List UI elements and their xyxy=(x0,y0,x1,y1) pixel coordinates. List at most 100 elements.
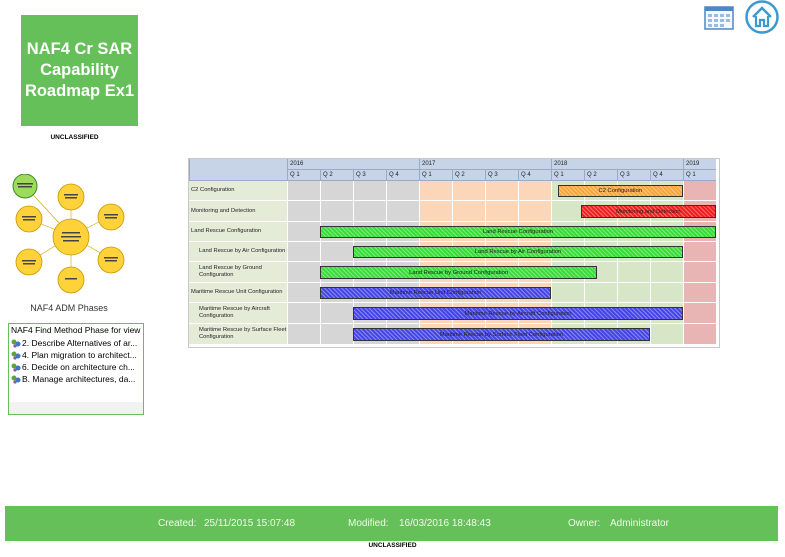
gantt-cell xyxy=(419,201,452,222)
gantt-cell xyxy=(650,262,683,283)
gantt-quarter-header: Q 4 xyxy=(386,170,419,181)
gantt-cell xyxy=(320,242,353,262)
gantt-header-corner xyxy=(189,159,287,181)
owner-label: Owner: xyxy=(568,518,601,529)
gantt-cell xyxy=(320,201,353,222)
gantt-bar[interactable]: Maritime Rescue by Aircraft Configuratio… xyxy=(353,307,683,320)
gantt-cell xyxy=(650,283,683,303)
gantt-quarter-header: Q 4 xyxy=(518,170,551,181)
adm-phases-label: NAF4 ADM Phases xyxy=(30,303,108,313)
gantt-cell xyxy=(452,181,485,201)
gantt-cell xyxy=(683,324,716,345)
gantt-bar[interactable]: C2 Configuration xyxy=(557,185,683,197)
find-method-item[interactable]: B. Manage architectures, da... xyxy=(9,373,143,385)
gantt-cell xyxy=(683,242,716,262)
classification-top: UNCLASSIFIED xyxy=(50,134,99,141)
gantt-bar[interactable]: Land Rescue by Ground Configuration xyxy=(320,266,598,279)
gantt-cell xyxy=(551,283,584,303)
gantt-cell xyxy=(320,303,353,324)
find-method-item-label: 4. Plan migration to architect... xyxy=(22,350,137,360)
method-phase-icon xyxy=(11,351,21,360)
gantt-row-label[interactable]: Monitoring and Detection xyxy=(189,201,287,222)
gantt-bar[interactable]: Land Rescue Configuration xyxy=(320,226,716,238)
diagram-title: NAF4 Cr SAR Capability Roadmap Ex1 xyxy=(21,15,138,126)
method-phase-icon xyxy=(11,375,21,384)
home-icon[interactable] xyxy=(745,0,779,34)
gantt-cell xyxy=(287,201,320,222)
gantt-cell xyxy=(452,201,485,222)
gantt-quarter-header: Q 3 xyxy=(353,170,386,181)
gantt-cell xyxy=(287,262,320,283)
gantt-cell xyxy=(650,324,683,345)
modified-value: 16/03/2016 18:48:43 xyxy=(399,518,491,529)
gantt-bar[interactable]: Maritime Rescue by Surface Fleet Configu… xyxy=(353,328,650,341)
gantt-cell xyxy=(353,201,386,222)
gantt-cell xyxy=(287,283,320,303)
gantt-cell xyxy=(287,242,320,262)
gantt-cell xyxy=(683,262,716,283)
gantt-row-label[interactable]: Land Rescue by Air Configuration xyxy=(189,242,287,262)
gantt-cell xyxy=(485,201,518,222)
gantt-quarter-header: Q 3 xyxy=(617,170,650,181)
gantt-quarter-header: Q 1 xyxy=(287,170,320,181)
find-method-item[interactable]: 4. Plan migration to architect... xyxy=(9,349,143,361)
gantt-cell xyxy=(485,181,518,201)
gantt-year-header: 2016 xyxy=(287,159,419,170)
gantt-row-label[interactable]: Maritime Rescue by Aircraft Configuratio… xyxy=(189,303,287,324)
gantt-bar[interactable]: Monitoring and Detection xyxy=(580,205,716,218)
gantt-cell xyxy=(683,181,716,201)
gantt-quarter-header: Q 1 xyxy=(419,170,452,181)
created-label: Created: xyxy=(158,518,197,529)
gantt-cell xyxy=(551,201,584,222)
gantt-quarter-header: Q 2 xyxy=(320,170,353,181)
gantt-quarter-header: Q 4 xyxy=(650,170,683,181)
gantt-cell xyxy=(518,181,551,201)
gantt-row-label[interactable]: Land Rescue Configuration xyxy=(189,222,287,242)
gantt-row-label[interactable]: Land Rescue by Ground Configuration xyxy=(189,262,287,283)
find-method-item[interactable]: 6. Decide on architecture ch... xyxy=(9,361,143,373)
gantt-cell xyxy=(617,262,650,283)
find-method-scrollbar[interactable] xyxy=(9,402,143,414)
gantt-cell xyxy=(287,181,320,201)
gantt-bar[interactable]: Maritime Rescue Unit Configuration xyxy=(320,287,551,299)
gantt-year-header: 2018 xyxy=(551,159,683,170)
gantt-cell xyxy=(320,324,353,345)
classification-bottom: UNCLASSIFIED xyxy=(368,542,417,549)
gantt-year-header: 2019 xyxy=(683,159,716,170)
gantt-cell xyxy=(386,201,419,222)
gantt-quarter-header: Q 2 xyxy=(584,170,617,181)
find-method-item-label: 2. Describe Alternatives of ar... xyxy=(22,338,138,348)
gantt-row-label[interactable]: Maritime Rescue by Surface Fleet Configu… xyxy=(189,324,287,345)
gantt-row-label[interactable]: Maritime Rescue Unit Configuration xyxy=(189,283,287,303)
calendar-icon[interactable] xyxy=(704,5,734,30)
gantt-quarter-header: Q 3 xyxy=(485,170,518,181)
gantt-cell xyxy=(683,303,716,324)
gantt-cell xyxy=(320,181,353,201)
method-phase-icon xyxy=(11,363,21,372)
find-method-header: NAF4 Find Method Phase for view xyxy=(11,325,141,335)
gantt-year-header: 2017 xyxy=(419,159,551,170)
find-method-item-label: 6. Decide on architecture ch... xyxy=(22,362,135,372)
gantt-cell xyxy=(518,201,551,222)
gantt-row-label[interactable]: C2 Configuration xyxy=(189,181,287,201)
gantt-cell xyxy=(287,324,320,345)
method-phase-icon xyxy=(11,339,21,348)
gantt-cell xyxy=(617,283,650,303)
gantt-quarter-header: Q 1 xyxy=(551,170,584,181)
gantt-cell xyxy=(584,283,617,303)
adm-phases-diagram[interactable] xyxy=(9,174,131,298)
gantt-bar[interactable]: Land Rescue by Air Configuration xyxy=(353,246,683,258)
gantt-cell xyxy=(287,222,320,242)
gantt-cell xyxy=(353,181,386,201)
modified-label: Modified: xyxy=(348,518,389,529)
find-method-item[interactable]: 2. Describe Alternatives of ar... xyxy=(9,337,143,349)
gantt-cell xyxy=(386,181,419,201)
find-method-panel: NAF4 Find Method Phase for view 2. Descr… xyxy=(8,323,144,415)
gantt-quarter-header: Q 2 xyxy=(452,170,485,181)
find-method-item-label: B. Manage architectures, da... xyxy=(22,374,136,384)
gantt-cell xyxy=(419,181,452,201)
gantt-quarter-header: Q 1 xyxy=(683,170,716,181)
gantt-cell xyxy=(287,303,320,324)
footer-bar: Created: 25/11/2015 15:07:48 Modified: 1… xyxy=(5,506,778,541)
